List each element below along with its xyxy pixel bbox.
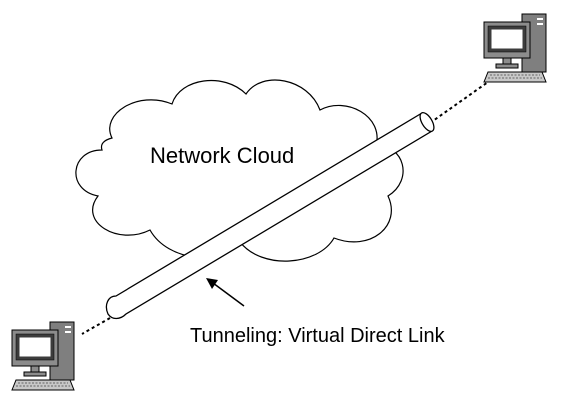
desktop-computer-icon — [483, 13, 547, 83]
tunnel-label: Tunneling: Virtual Direct Link — [190, 325, 446, 347]
tunnel-pointer-arrow — [206, 278, 245, 307]
desktop-computer-icon — [11, 321, 75, 391]
link-dotted-top — [429, 81, 489, 124]
tunnel-pipe — [105, 111, 435, 320]
cloud-label: Network Cloud — [150, 143, 294, 168]
network-cloud — [75, 79, 404, 262]
link-dotted-bottom — [81, 317, 111, 335]
